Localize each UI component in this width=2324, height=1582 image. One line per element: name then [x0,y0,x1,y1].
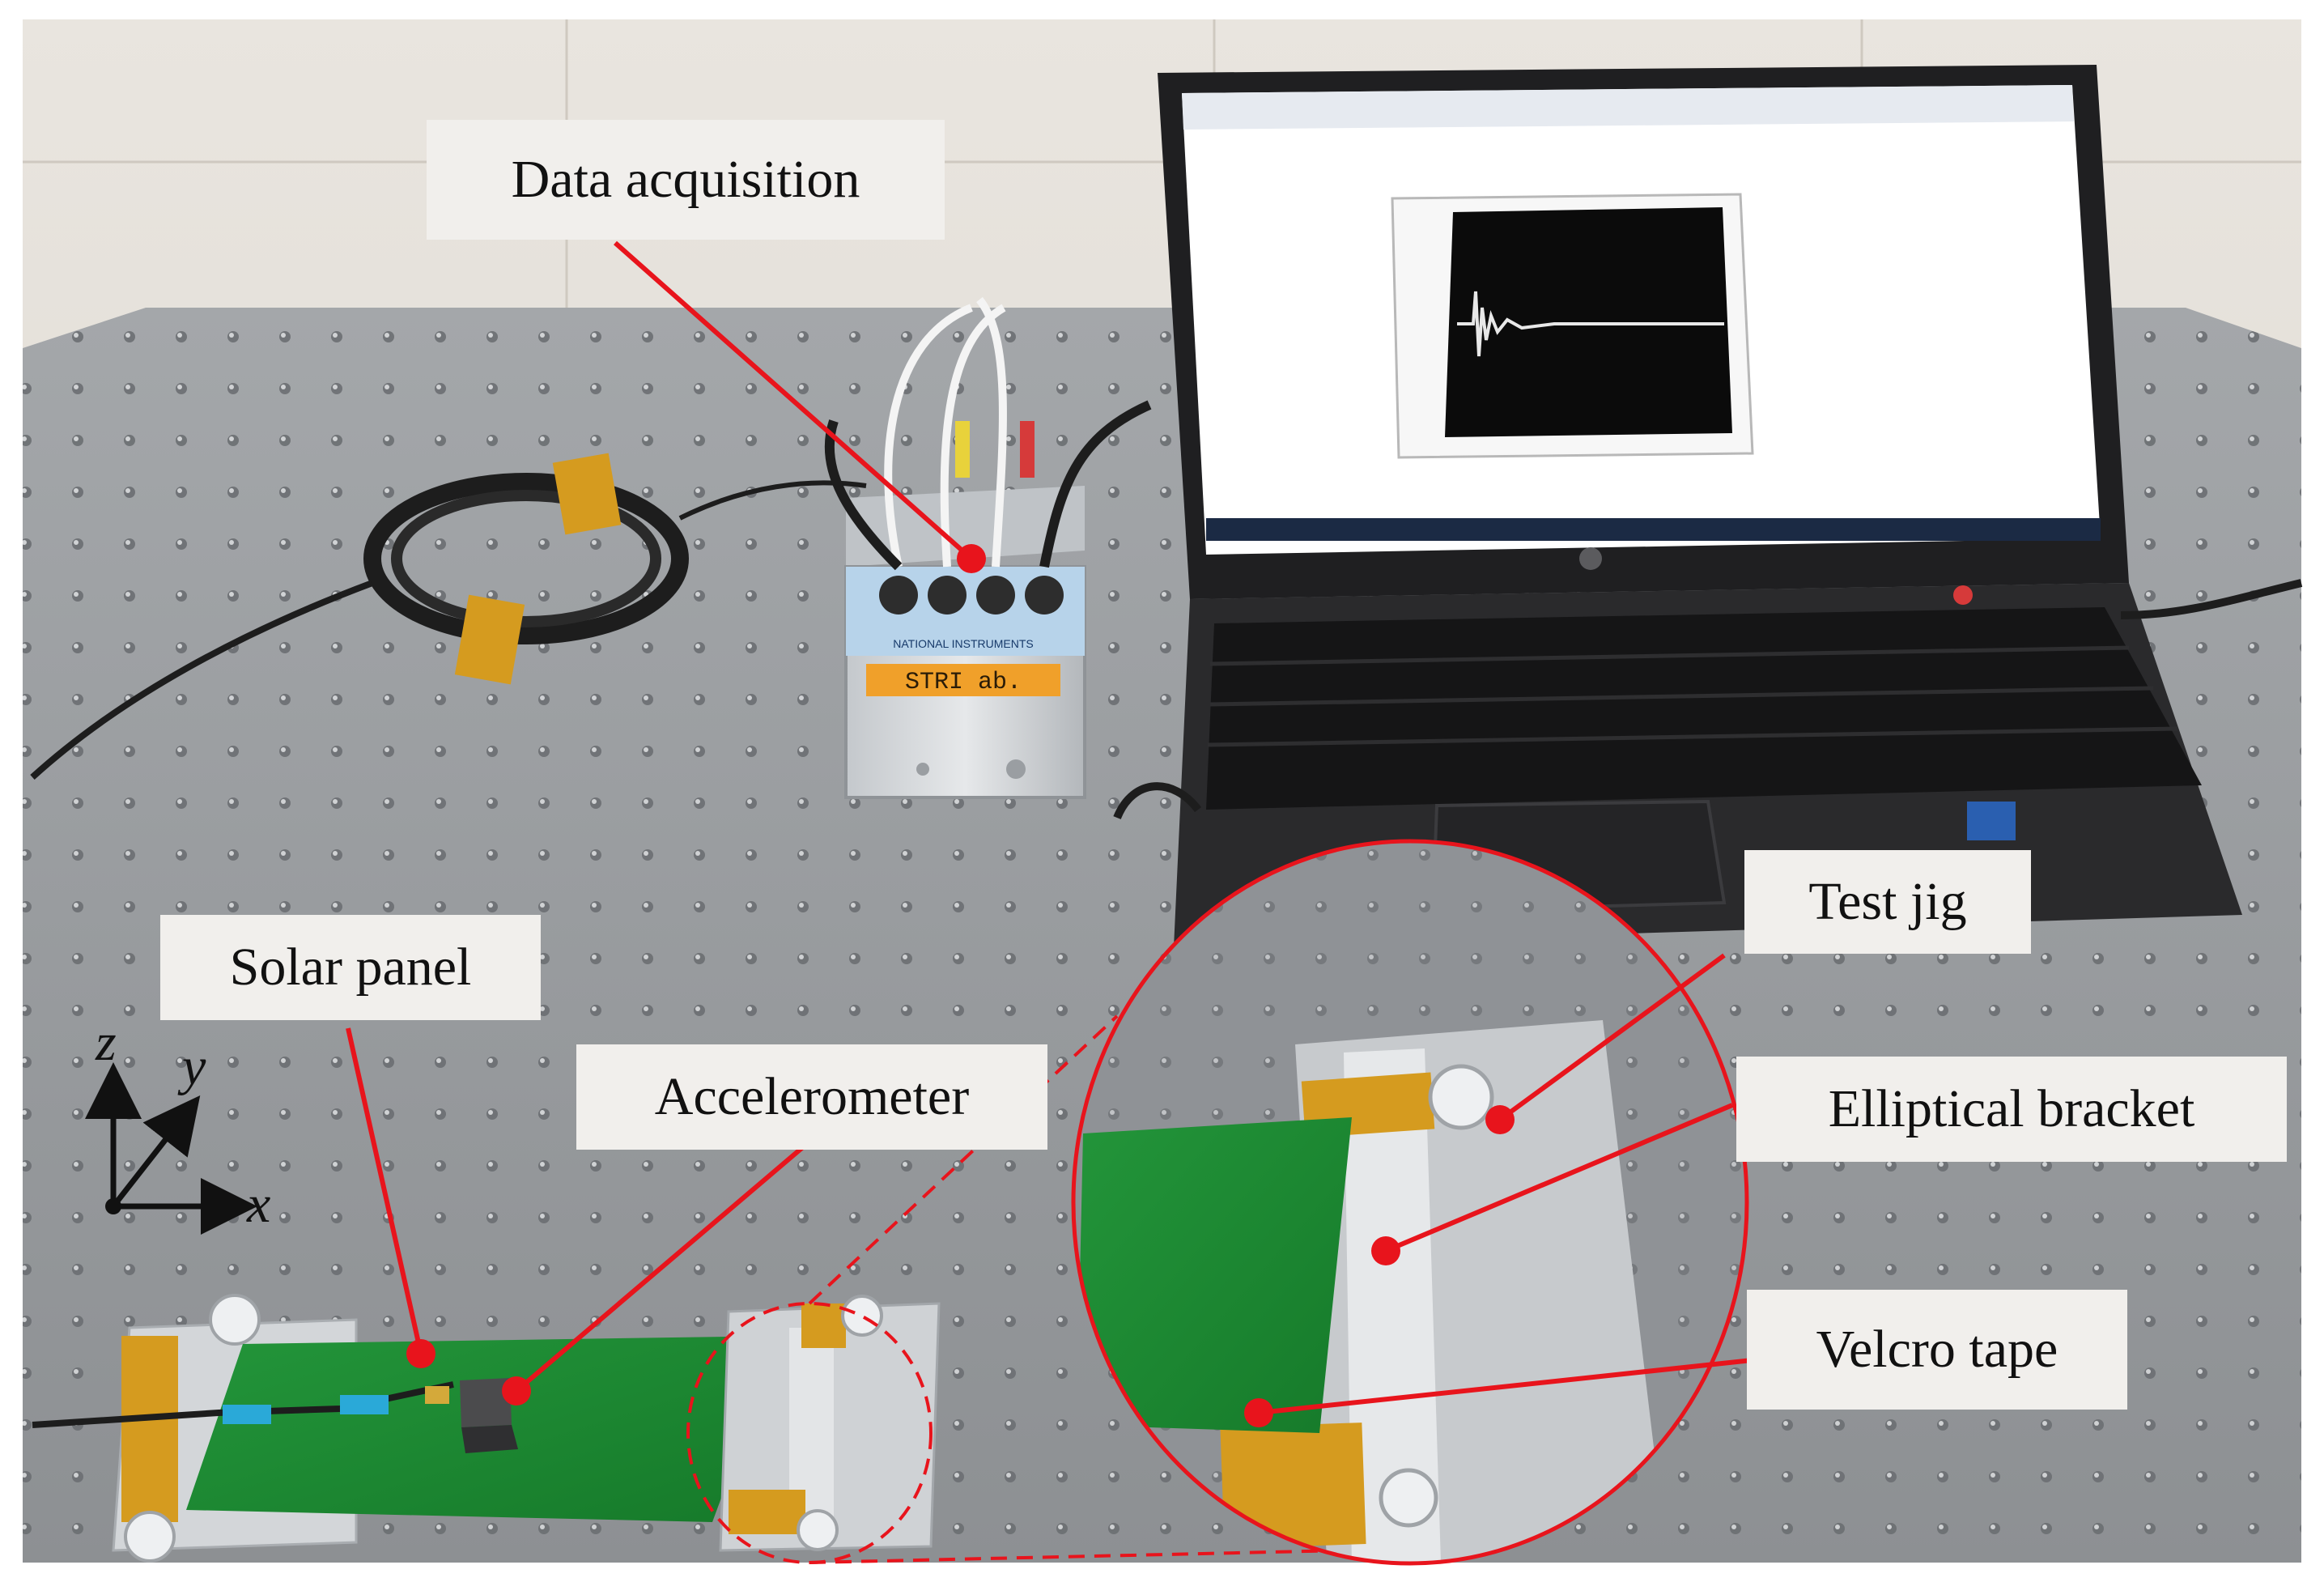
daq-brand-text: NATIONAL INSTRUMENTS [893,637,1033,650]
leader-lines [346,240,1753,1415]
daq-tag-text: STRI ab. [905,669,1022,696]
label-data-acquisition: Data acquisition [427,120,945,240]
daq-device: STRI ab. NATIONAL INSTRUMENTS [824,296,1152,799]
axis-label-x: x [247,1175,271,1234]
axis-triad [85,1062,257,1235]
solar-panel-setup [32,1294,941,1564]
zoom-inset [1073,841,1747,1563]
label-elliptical-bracket: Elliptical bracket [1736,1057,2287,1162]
label-test-jig: Test jig [1744,850,2031,954]
label-accelerometer: Accelerometer [576,1044,1047,1150]
zoom-circle [1071,839,1749,1566]
label-velcro-tape: Velcro tape [1747,1290,2127,1410]
leader-markers [406,544,1515,1427]
axis-label-z: z [96,1013,117,1072]
cable-coil [30,453,867,780]
axis-label-y: y [182,1037,206,1096]
label-solar-panel: Solar panel [160,915,541,1020]
